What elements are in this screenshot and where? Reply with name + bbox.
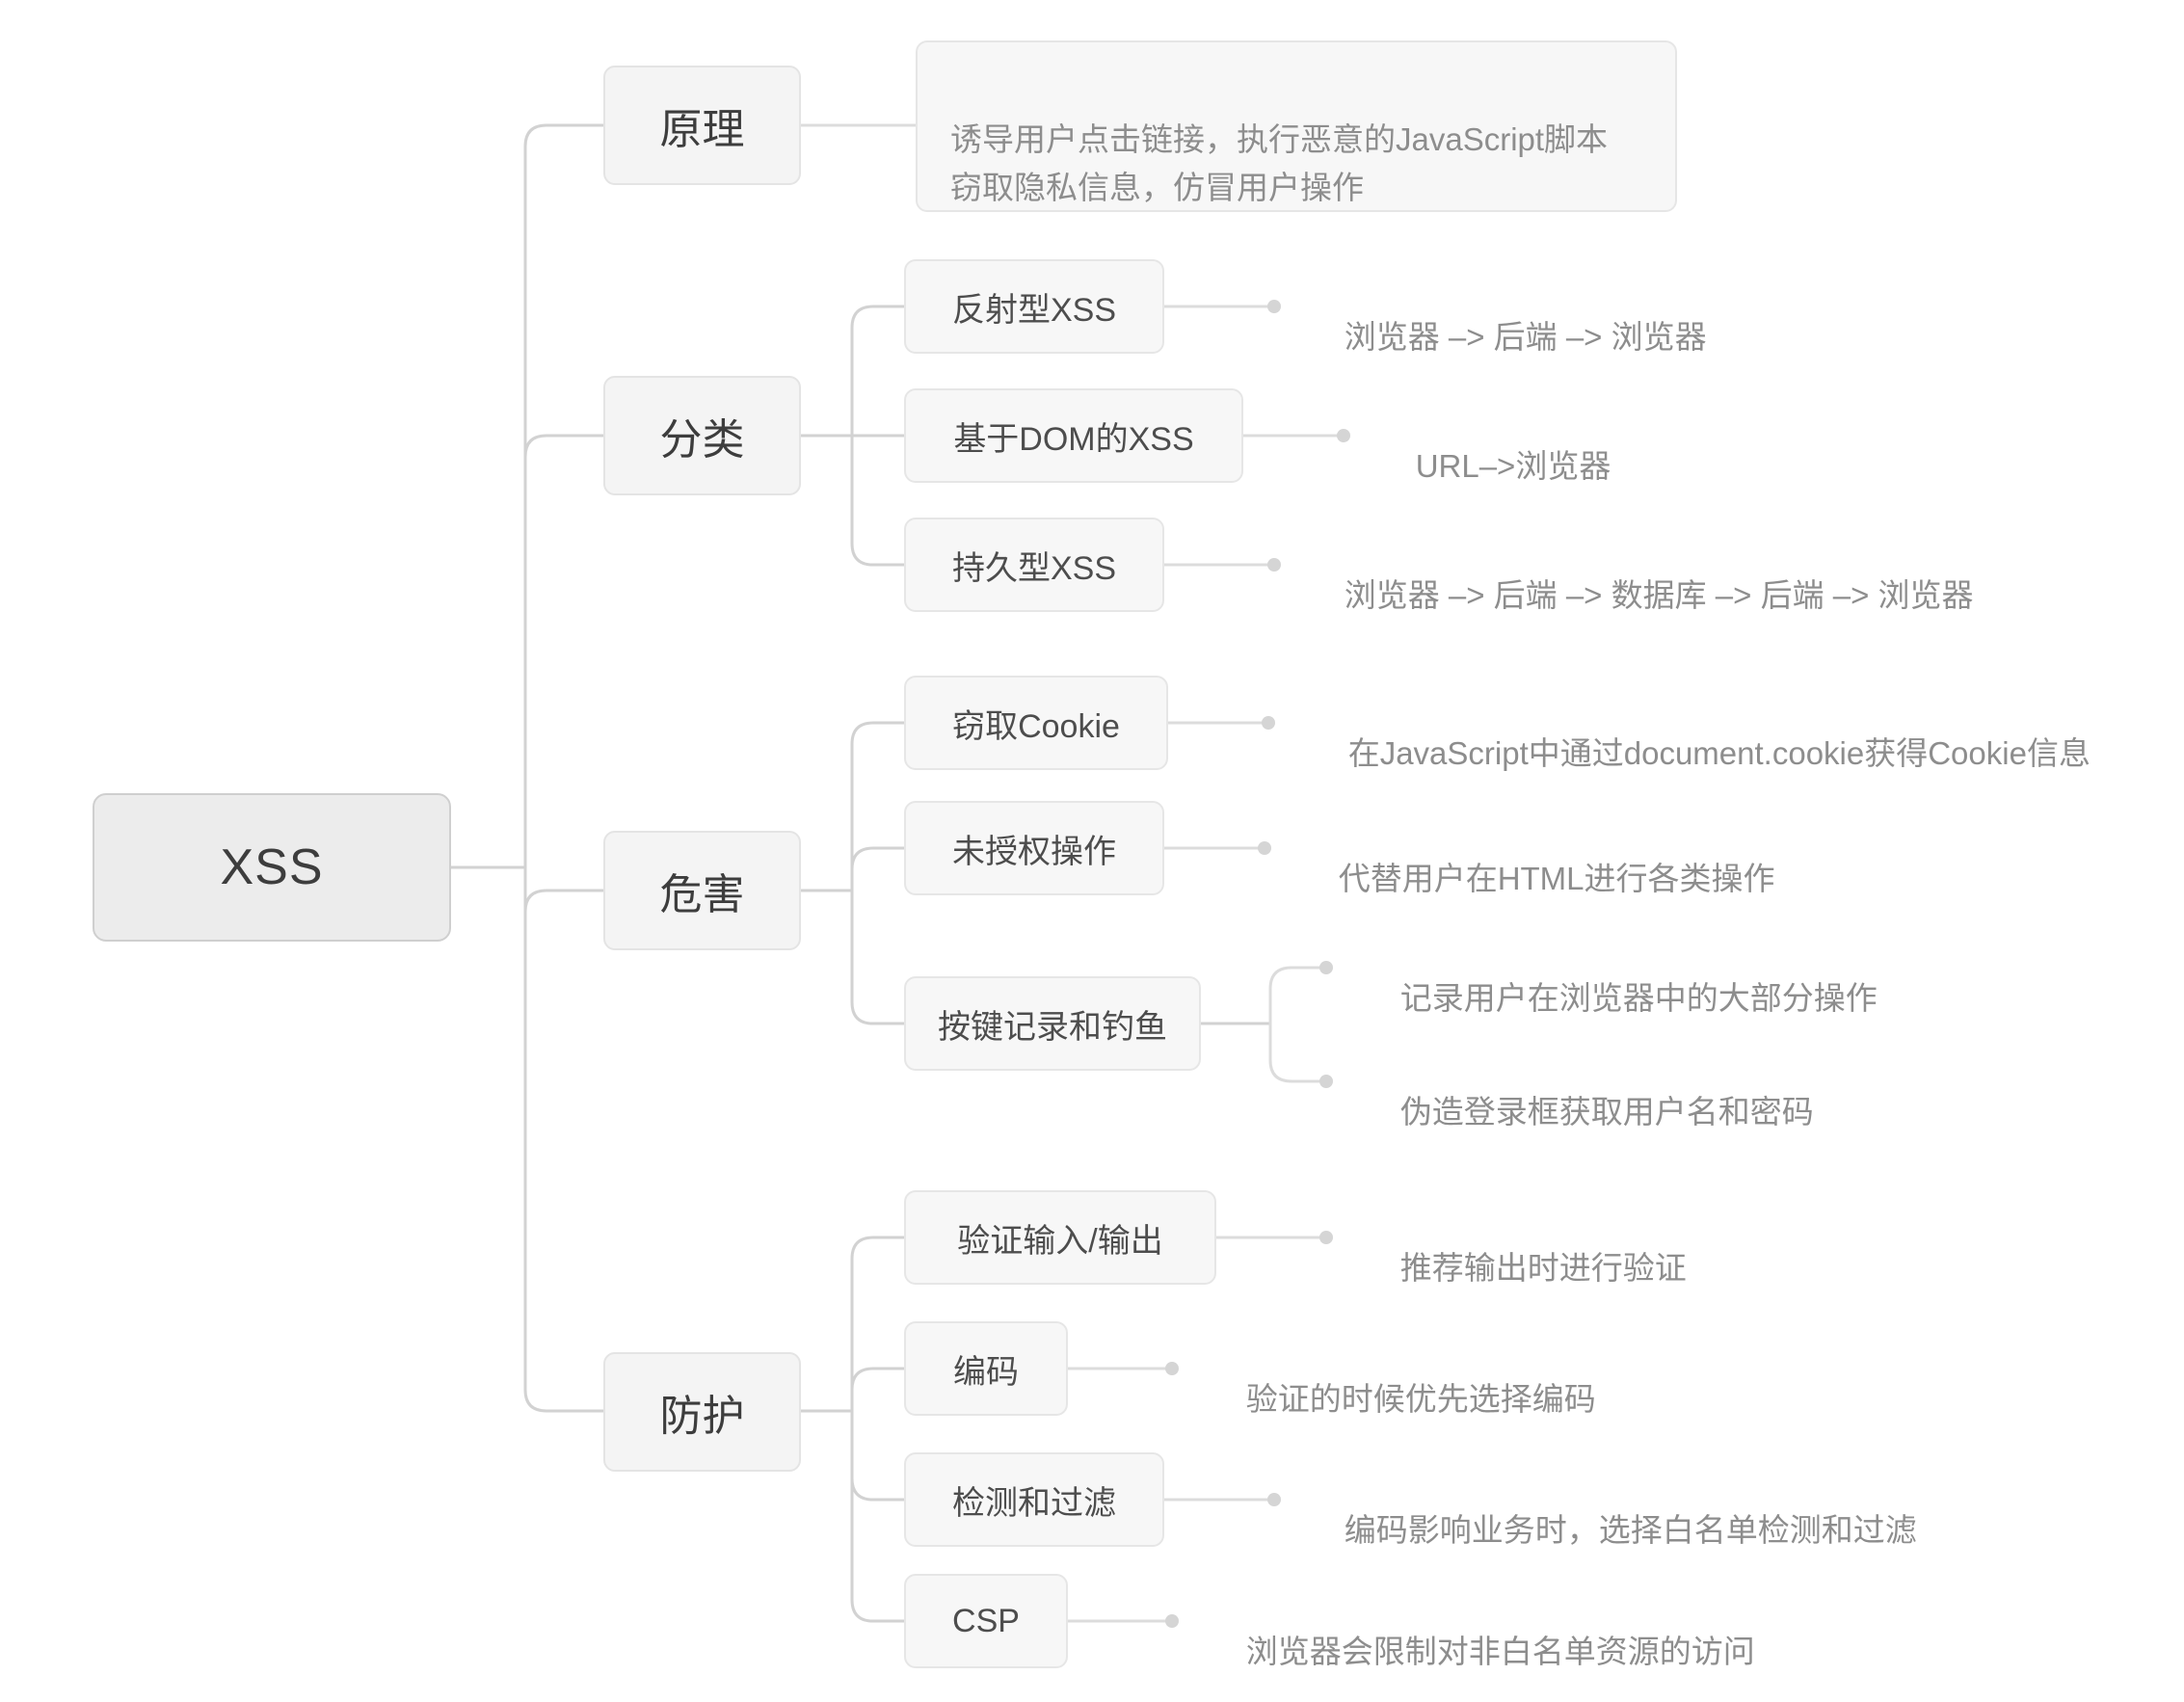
leaf-text-steal-cookie: 在JavaScript中通过document.cookie获得Cookie信息: [1347, 735, 2091, 771]
leaf-dot: [1165, 1362, 1179, 1375]
connector-anjian-v2: [1268, 1022, 1324, 1083]
child-node-label: CSP: [952, 1602, 1020, 1639]
root-node-label: XSS: [220, 839, 324, 895]
leaf-text-persistent-xss: 浏览器 –> 后端 –> 数据库 –> 后端 –> 浏览器: [1344, 577, 1974, 613]
leaf-dot: [1165, 1614, 1179, 1628]
leaf-text-unauthorized-action: 代替用户在HTML进行各类操作: [1338, 861, 1775, 896]
branch-node-fenlei[interactable]: 分类: [603, 376, 801, 495]
child-node-steal-cookie[interactable]: 窃取Cookie: [904, 676, 1168, 770]
connector-weihai-v2: [850, 846, 906, 892]
leaf-dot: [1319, 1231, 1333, 1244]
description-card-text: 诱导用户点击链接，执行恶意的JavaScript脚本 窃取隐私信息，仿冒用户操作: [950, 121, 1609, 206]
child-node-persistent-xss[interactable]: 持久型XSS: [904, 518, 1164, 612]
branch-node-label: 分类: [659, 416, 745, 464]
connector-fanghu-v4: [850, 1409, 906, 1623]
leaf-text-validate-io: 推荐输出时进行验证: [1399, 1250, 1687, 1286]
child-node-label: 按键记录和钓鱼: [938, 1008, 1167, 1046]
branch-node-label: 防护: [659, 1393, 745, 1440]
branch-node-fanghu[interactable]: 防护: [603, 1352, 801, 1472]
child-node-label: 持久型XSS: [951, 549, 1117, 587]
child-node-csp[interactable]: CSP: [904, 1574, 1068, 1668]
connector-trunk-fanghu: [523, 865, 605, 1413]
connector-trunk-weihai: [523, 865, 605, 914]
branch-node-label: 危害: [659, 871, 745, 918]
leaf-text-csp: 浏览器会限制对非白名单资源的访问: [1245, 1634, 1755, 1669]
child-node-label: 基于DOM的XSS: [953, 420, 1194, 458]
branch-node-weihai[interactable]: 危害: [603, 831, 801, 950]
connector-fenlei-v1: [850, 305, 906, 438]
child-node-detect-filter[interactable]: 检测和过滤: [904, 1452, 1164, 1547]
child-node-keylogging-phishing[interactable]: 按键记录和钓鱼: [904, 976, 1201, 1071]
leaf-text-detect-filter: 编码影响业务时，选择白名单检测和过滤: [1344, 1512, 1917, 1548]
connector-weihai-v1: [850, 721, 906, 892]
connector-fanghu-v3: [850, 1409, 906, 1502]
leaf-text-fake-login: 伪造登录框获取用户名和密码: [1399, 1094, 1814, 1130]
leaf-text-dom-xss: URL–>浏览器: [1415, 448, 1611, 484]
leaf-text-keylog-record: 记录用户在浏览器中的大部分操作: [1399, 980, 1878, 1016]
child-node-label: 检测和过滤: [952, 1484, 1116, 1522]
leaf-dot: [1258, 841, 1271, 855]
child-node-label: 反射型XSS: [951, 291, 1117, 329]
leaf-dot: [1319, 961, 1333, 974]
connector-trunk-yuanli: [523, 123, 605, 869]
child-node-dom-xss[interactable]: 基于DOM的XSS: [904, 388, 1243, 483]
leaf-dot: [1267, 1493, 1281, 1506]
child-node-reflected-xss[interactable]: 反射型XSS: [904, 259, 1164, 354]
leaf-dot: [1267, 558, 1281, 572]
child-node-label: 验证输入/输出: [957, 1222, 1163, 1260]
leaf-dot: [1337, 429, 1350, 442]
branch-node-yuanli[interactable]: 原理: [603, 66, 801, 185]
branch-node-label: 原理: [659, 106, 745, 153]
description-card-yuanli: 诱导用户点击链接，执行恶意的JavaScript脚本 窃取隐私信息，仿冒用户操作: [916, 40, 1677, 212]
child-node-validate-io[interactable]: 验证输入/输出: [904, 1190, 1216, 1285]
leaf-text-reflected-xss: 浏览器 –> 后端 –> 浏览器: [1344, 319, 1707, 355]
child-node-encoding[interactable]: 编码: [904, 1321, 1068, 1416]
connector-fanghu-v1: [850, 1236, 906, 1413]
leaf-dot: [1267, 300, 1281, 313]
connector-trunk-fenlei: [523, 434, 605, 869]
connector-fanghu-v2: [850, 1367, 906, 1413]
leaf-dot: [1319, 1075, 1333, 1088]
root-node-xss[interactable]: XSS: [93, 793, 451, 942]
leaf-dot: [1262, 716, 1275, 730]
child-node-label: 未授权操作: [952, 833, 1116, 870]
leaf-text-encoding: 验证的时候优先选择编码: [1245, 1381, 1596, 1417]
connector-fenlei-v3: [850, 434, 906, 567]
child-node-label: 窃取Cookie: [952, 707, 1120, 745]
connector-weihai-v3: [850, 889, 906, 1025]
child-node-label: 编码: [953, 1353, 1019, 1391]
child-node-unauthorized-action[interactable]: 未授权操作: [904, 801, 1164, 895]
connector-anjian-v1: [1268, 966, 1324, 1025]
